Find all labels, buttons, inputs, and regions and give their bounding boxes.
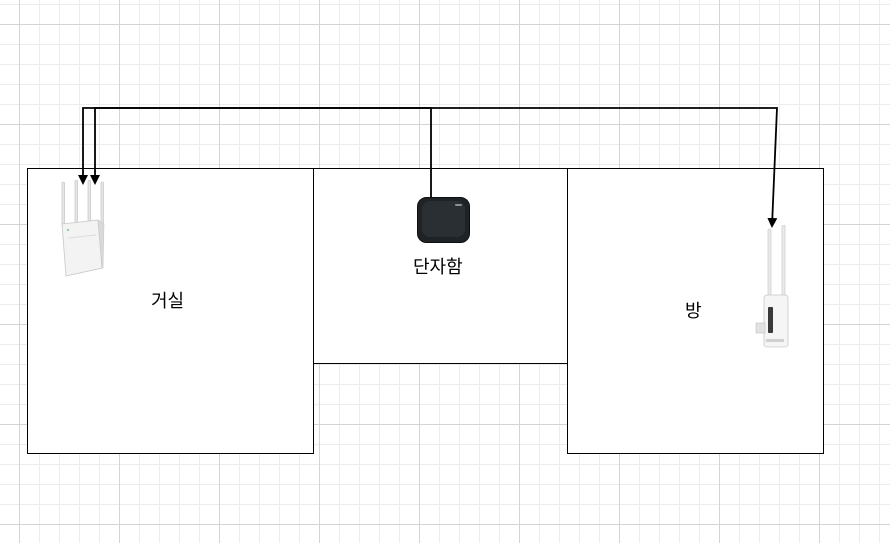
connection-modem-to-router-b bbox=[90, 107, 431, 185]
room-label-closet: 단자함 bbox=[413, 257, 463, 278]
wifi-extender-icon bbox=[755, 225, 789, 348]
room-label-living: 거실 bbox=[151, 291, 185, 312]
wifi-router-icon bbox=[61, 180, 105, 277]
connection-modem-to-router-a bbox=[78, 107, 432, 197]
connection-modem-to-extender bbox=[431, 107, 778, 228]
modem-icon bbox=[417, 197, 470, 243]
room-label-bedroom: 방 bbox=[685, 301, 702, 322]
